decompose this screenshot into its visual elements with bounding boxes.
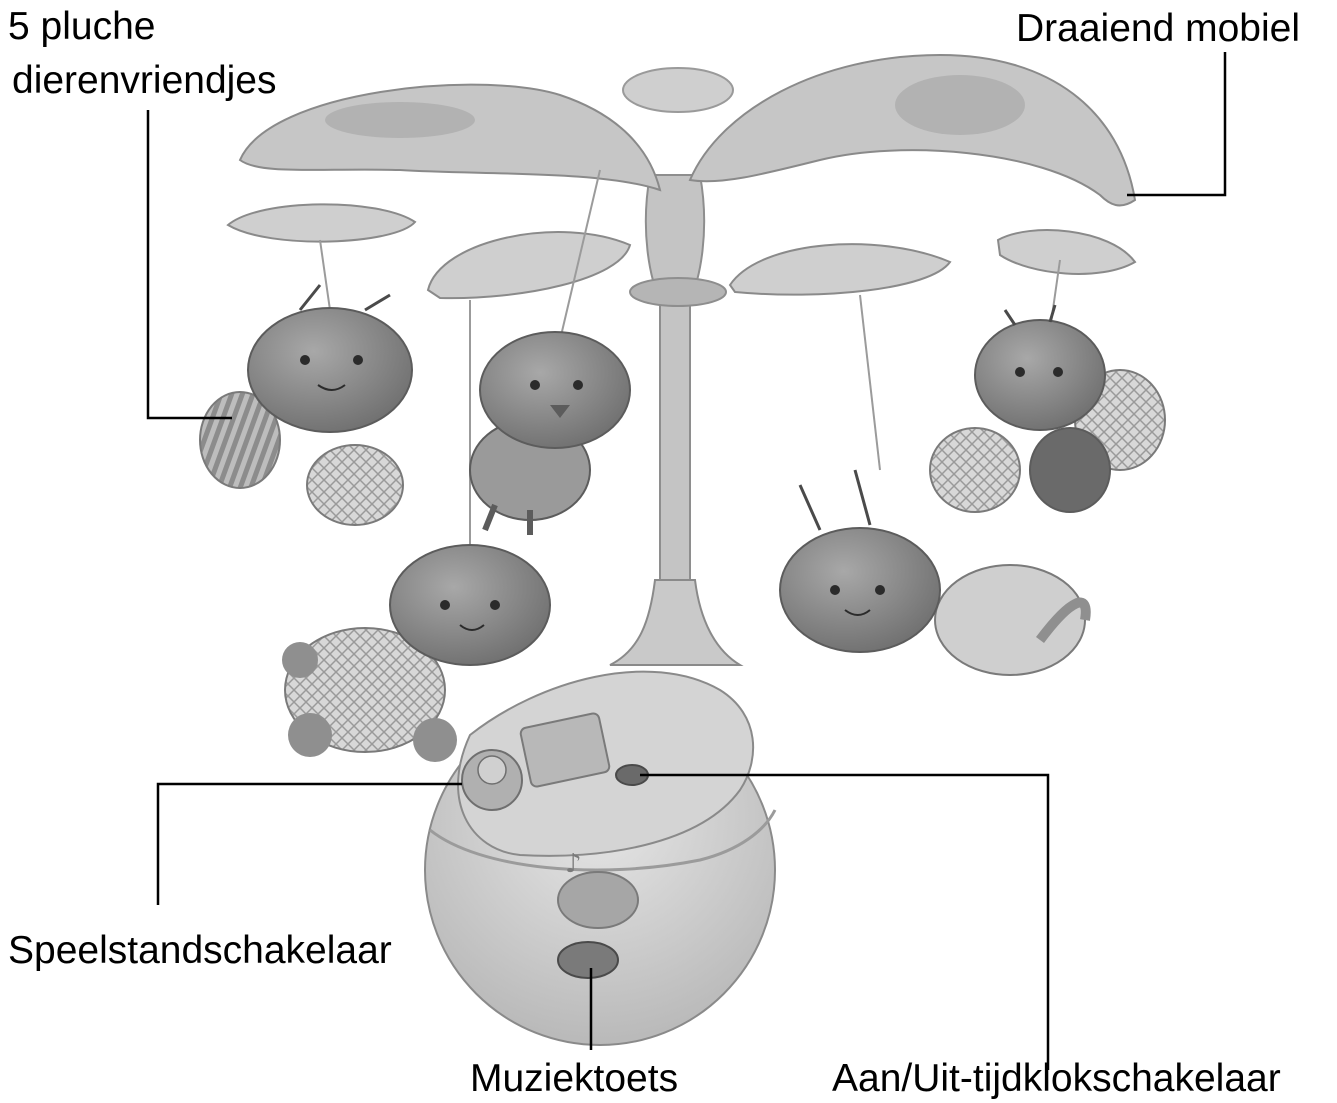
plush-label-line2: dierenvriendjes — [12, 59, 277, 102]
plush-bird — [469, 331, 631, 535]
on-off-timer-callout-line — [640, 773, 1050, 1070]
plush-bee-left — [199, 284, 413, 526]
rotating-mobile-label: Draaiend mobiel — [1016, 7, 1300, 50]
callout-lines — [146, 52, 1227, 1070]
hanging-strings — [319, 169, 1061, 560]
canopy-leaves — [238, 53, 1137, 207]
svg-text:♪: ♪ — [565, 849, 582, 879]
plush-callout-line — [146, 110, 232, 420]
on-off-timer-switch-label: Aan/Uit-tijdklokschakelaar — [832, 1057, 1281, 1100]
music-button-label: Muziektoets — [470, 1057, 679, 1100]
play-mode-switch — [461, 749, 523, 811]
play-mode-switch-callout-line — [156, 782, 462, 905]
plush-bee-right — [929, 304, 1166, 513]
plush-turtle-left — [282, 544, 551, 762]
plush-label-line1: 5 pluche — [8, 5, 156, 48]
music-button — [557, 941, 619, 979]
small-leaves — [226, 203, 1137, 300]
rotating-mobile-callout-line — [1127, 52, 1227, 197]
play-mode-switch-label: Speelstandschakelaar — [8, 929, 392, 972]
plush-snail — [779, 469, 1091, 676]
